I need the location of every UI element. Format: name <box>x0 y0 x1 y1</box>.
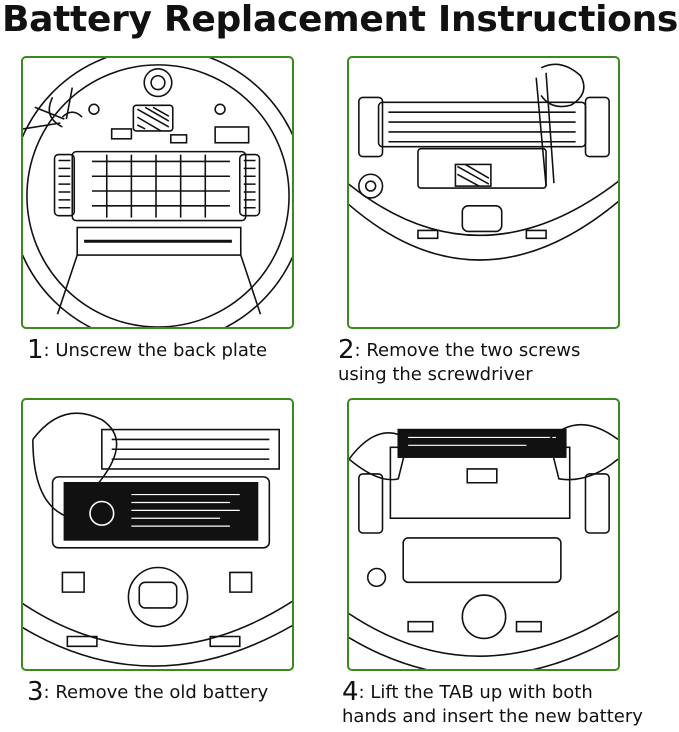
new-battery-insertion-drawing <box>349 423 618 669</box>
robot-vacuum-underside-drawing <box>23 58 292 327</box>
step-3-illustration <box>21 398 294 671</box>
step-4-caption: 4: Lift the TAB up with both hands and i… <box>342 677 679 729</box>
step-text: : Remove the old battery <box>43 682 269 703</box>
step-text: : Lift the TAB up with both <box>358 682 593 703</box>
step-2-illustration <box>347 56 620 329</box>
step-text: : Unscrew the back plate <box>43 340 268 361</box>
step-number: 3 <box>27 677 44 707</box>
step-number: 1 <box>27 335 44 365</box>
battery-removal-drawing <box>23 412 292 667</box>
step-1-caption: 1: Unscrew the back plate <box>27 335 327 365</box>
step-text-line-2: hands and insert the new battery <box>342 706 643 727</box>
page-title: Battery Replacement Instructions <box>2 0 679 40</box>
step-number: 4 <box>342 677 359 707</box>
step-1-illustration <box>21 56 294 329</box>
step-text: : Remove the two screws <box>354 340 581 361</box>
step-3-caption: 3: Remove the old battery <box>27 677 327 707</box>
step-number: 2 <box>338 335 355 365</box>
step-2-caption: 2: Remove the two screws using the screw… <box>338 335 668 387</box>
screw-removal-drawing <box>349 63 618 261</box>
step-4-illustration <box>347 398 620 671</box>
step-text-line-2: using the screwdriver <box>338 364 533 385</box>
